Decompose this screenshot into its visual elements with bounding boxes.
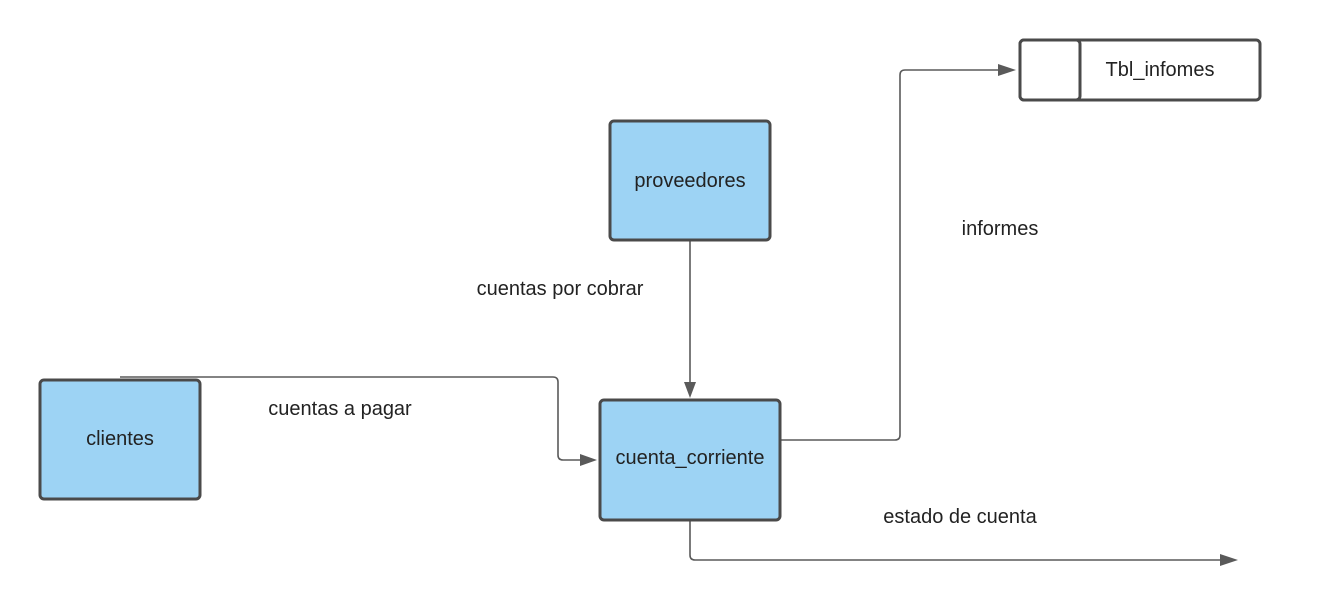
- node-proveedores[interactable]: proveedores: [608, 119, 772, 242]
- node-clientes[interactable]: clientes: [38, 378, 202, 501]
- flow-label-informes: informes: [962, 218, 1039, 240]
- flow-clientes-to-cuenta-corriente: [120, 376, 597, 466]
- arrowhead: [684, 382, 696, 398]
- node-cuenta-corriente-label: cuenta_corriente: [616, 447, 765, 469]
- flow-label-estado-de-cuenta: estado de cuenta: [883, 506, 1037, 528]
- node-clientes-label: clientes: [86, 428, 154, 450]
- flow-cuenta-corriente-to-tbl-infomes: [781, 64, 1016, 441]
- arrowhead: [1220, 554, 1238, 566]
- node-proveedores-label: proveedores: [634, 170, 745, 192]
- flow-proveedores-to-cuenta-corriente: [684, 241, 696, 398]
- data-store-tbl-infomes[interactable]: Tbl_infomes: [1018, 38, 1262, 102]
- arrowhead: [580, 454, 597, 466]
- flow-label-cuentas-por-cobrar: cuentas por cobrar: [477, 278, 644, 300]
- arrowhead: [998, 64, 1016, 76]
- flow-estado-de-cuenta-out: [689, 521, 1238, 566]
- flow-label-cuentas-a-pagar: cuentas a pagar: [268, 398, 412, 420]
- node-cuenta-corriente[interactable]: cuenta_corriente: [598, 398, 782, 522]
- data-store-label: Tbl_infomes: [1106, 59, 1215, 81]
